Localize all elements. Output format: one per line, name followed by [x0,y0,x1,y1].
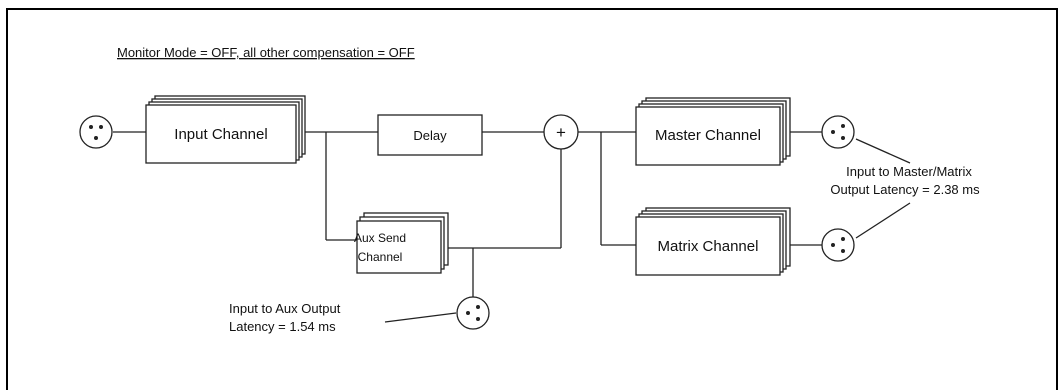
master-channel-label: Master Channel [655,127,761,144]
aux-send-label-line2: Channel [358,250,403,264]
xlr-output-icon [821,115,855,149]
master-channel-block: Master Channel [635,97,791,166]
diagram-frame [6,8,1058,390]
matrix-channel-block: Matrix Channel [635,207,791,276]
aux-latency-line1: Input to Aux Output [229,301,341,316]
summing-node: + [543,114,579,150]
summing-node-label: + [556,123,566,142]
xlr-output-icon [456,296,490,330]
master-matrix-latency-line1: Input to Master/Matrix [846,164,972,179]
delay-block: Delay [377,114,483,156]
signal-wires [113,131,911,323]
aux-latency-line2: Latency = 1.54 ms [229,319,336,334]
xlr-output-icon [821,228,855,262]
aux-send-label-line1: Aux Send [354,231,406,245]
input-channel-label: Input Channel [174,126,267,143]
input-channel-block: Input Channel [145,95,306,164]
xlr-input-icon [79,115,113,149]
master-matrix-latency-line2: Output Latency = 2.38 ms [830,182,980,197]
delay-label: Delay [413,128,447,143]
matrix-channel-label: Matrix Channel [658,238,759,255]
aux-send-block: Aux Send Channel [354,212,449,274]
subtitle: Monitor Mode = OFF, all other compensati… [117,45,415,60]
